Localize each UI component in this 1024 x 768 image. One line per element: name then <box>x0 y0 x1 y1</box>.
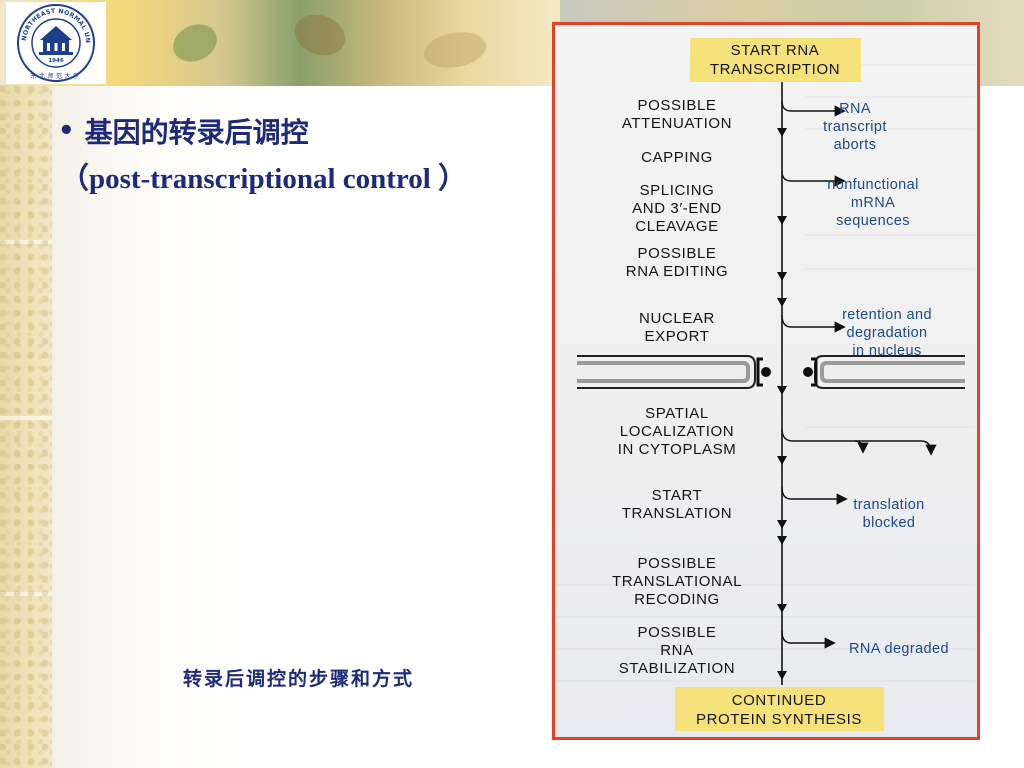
banner-leaf-decoration <box>395 10 515 90</box>
outcome-label: RNA <box>839 101 871 117</box>
end-box-line: PROTEIN SYNTHESIS <box>696 711 862 728</box>
down-arrow-icon <box>777 298 787 307</box>
step-label: SPATIAL <box>645 405 709 422</box>
step-label: STABILIZATION <box>619 660 735 677</box>
step-label: START <box>652 487 703 504</box>
start-box-line: START RNA <box>731 42 820 59</box>
pathway-arrows <box>777 128 787 680</box>
step-label: POSSIBLE <box>637 245 716 262</box>
step-label: LOCALIZATION <box>620 423 734 440</box>
title-line: • 基因的转录后调控 <box>58 113 309 149</box>
banner-leaf-decoration <box>139 0 251 94</box>
outcome-label: RNA degraded <box>849 641 949 657</box>
step-label: NUCLEAR <box>639 310 715 327</box>
nuclear-envelope <box>577 355 965 389</box>
down-arrow-icon <box>777 128 787 137</box>
step-label: POSSIBLE <box>637 97 716 114</box>
step-label: EXPORT <box>644 328 709 345</box>
step-label: IN CYTOPLASM <box>618 441 737 458</box>
step-label: POSSIBLE <box>637 555 716 572</box>
outcome-label: aborts <box>834 137 877 153</box>
university-logo: NORTHEAST NORMAL UNIVERSITY 1946 东北师范大学 <box>6 2 106 84</box>
continued-protein-synthesis-box <box>675 687 884 731</box>
down-arrow-icon <box>777 604 787 613</box>
down-arrow-icon <box>777 386 787 395</box>
logo-center-text: 1946 <box>48 58 63 64</box>
control-outcomes: RNA transcript aborts nonfunctional mRNA sequ… <box>823 101 949 657</box>
bullet-icon: • <box>58 116 75 146</box>
step-label: ATTENUATION <box>622 115 732 132</box>
step-label: TRANSLATION <box>622 505 733 522</box>
slide-subtitle: （post-transcriptional control ） <box>60 163 468 195</box>
down-arrow-icon <box>777 536 787 545</box>
post-transcriptional-diagram: START RNA TRANSCRIPTION POSSIBLEATTENUAT… <box>555 38 975 731</box>
step-label: TRANSLATIONAL <box>612 573 742 590</box>
end-box-line: CONTINUED <box>732 692 827 709</box>
down-arrow-icon <box>777 671 787 680</box>
outcome-label: sequences <box>836 213 910 229</box>
outcome-label: translation <box>853 497 924 513</box>
step-label: RECODING <box>634 591 720 608</box>
left-decorative-strip <box>0 85 52 768</box>
step-label: POSSIBLE <box>637 624 716 641</box>
start-transcription-box <box>690 38 861 82</box>
step-label: CAPPING <box>641 149 713 166</box>
down-arrow-icon <box>777 216 787 225</box>
start-box-line: TRANSCRIPTION <box>710 61 840 78</box>
step-label: RNA EDITING <box>626 263 728 280</box>
banner-leaf-decoration <box>248 0 392 98</box>
step-label: RNA <box>660 642 693 659</box>
outcome-label: blocked <box>863 515 916 531</box>
down-arrow-icon <box>777 456 787 465</box>
outcome-label: nonfunctional <box>827 177 918 193</box>
down-arrow-icon <box>777 520 787 529</box>
control-branches <box>781 100 937 649</box>
step-label: CLEAVAGE <box>635 218 718 235</box>
outcome-label: transcript <box>823 119 887 135</box>
down-arrow-icon <box>777 272 787 281</box>
outcome-label: mRNA <box>851 195 895 211</box>
step-label: SPLICING <box>640 182 715 199</box>
logo-footer-text: 东北师范大学 <box>30 72 81 80</box>
outcome-label: retention and <box>842 307 932 323</box>
outcome-label: degradation <box>847 325 928 341</box>
outcome-label: in nucleus <box>852 343 921 359</box>
slide-title: 基因的转录后调控 <box>84 116 309 149</box>
figure-caption: 转录后调控的步骤和方式 <box>183 668 415 690</box>
step-label: AND 3′-END <box>632 200 722 217</box>
